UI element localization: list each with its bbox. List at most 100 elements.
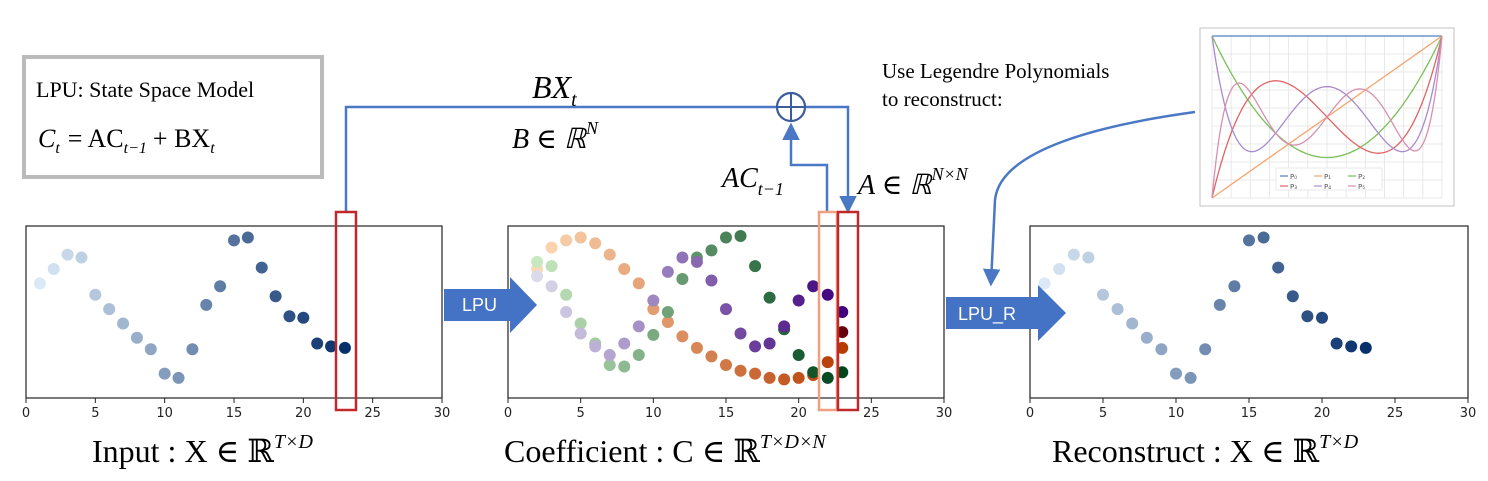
data-point bbox=[836, 366, 849, 379]
data-point bbox=[705, 274, 718, 287]
data-point bbox=[545, 260, 558, 273]
data-point bbox=[589, 340, 602, 353]
data-point bbox=[228, 234, 240, 247]
data-point bbox=[1272, 261, 1285, 274]
data-point bbox=[297, 311, 310, 324]
data-point bbox=[1359, 341, 1372, 354]
data-point bbox=[33, 277, 46, 290]
x-tick-label: 20 bbox=[295, 406, 312, 421]
data-point bbox=[705, 244, 718, 257]
data-point bbox=[1213, 298, 1226, 311]
data-point bbox=[749, 260, 762, 273]
x-tick-label: 15 bbox=[226, 406, 243, 421]
data-point bbox=[734, 230, 747, 243]
data-point bbox=[749, 367, 762, 380]
ac-feedback-path bbox=[782, 122, 829, 212]
x-tick-label: 0 bbox=[22, 406, 30, 421]
data-point bbox=[574, 317, 587, 330]
x-tick-label: 15 bbox=[1241, 406, 1258, 421]
data-point bbox=[338, 341, 351, 354]
x-tick-label: 25 bbox=[364, 406, 381, 421]
data-point bbox=[1243, 234, 1255, 247]
data-point bbox=[1199, 343, 1212, 356]
data-point bbox=[1345, 340, 1358, 353]
legendre-arrow bbox=[982, 110, 1196, 287]
x-tick-label: 0 bbox=[504, 406, 512, 421]
data-point bbox=[720, 359, 732, 372]
data-point bbox=[1155, 343, 1168, 356]
x-tick-label: 30 bbox=[434, 406, 451, 421]
data-point bbox=[749, 340, 762, 353]
data-point bbox=[545, 241, 558, 254]
flow-lines bbox=[344, 105, 1196, 287]
data-point bbox=[589, 237, 602, 250]
data-point bbox=[676, 273, 689, 286]
x-tick-label: 5 bbox=[91, 406, 99, 421]
data-point bbox=[241, 231, 254, 244]
data-point bbox=[560, 288, 573, 301]
x-tick-label: 5 bbox=[577, 406, 585, 421]
data-point bbox=[574, 327, 587, 340]
data-point bbox=[47, 263, 60, 275]
legend-label: P₂ bbox=[1358, 173, 1365, 181]
data-point bbox=[836, 341, 849, 354]
data-point bbox=[1301, 310, 1314, 323]
data-point bbox=[603, 349, 616, 361]
ac-label: ACt−1 bbox=[720, 163, 784, 199]
plot-frame bbox=[25, 225, 443, 399]
model-box-border bbox=[22, 55, 324, 179]
x-tick-label: 20 bbox=[790, 406, 807, 421]
bx-path bbox=[344, 105, 776, 212]
lpur-arrow-label: LPU_R bbox=[958, 304, 1016, 325]
data-point bbox=[763, 371, 776, 384]
legend-label: P₀ bbox=[1290, 173, 1297, 181]
data-point bbox=[618, 263, 631, 275]
legendre-curve bbox=[1211, 35, 1443, 159]
data-point bbox=[603, 359, 616, 372]
data-point bbox=[1053, 263, 1066, 275]
data-point bbox=[763, 291, 776, 304]
data-point bbox=[821, 356, 834, 369]
data-point bbox=[603, 248, 616, 261]
x-tick-label: 20 bbox=[1314, 406, 1331, 421]
data-point bbox=[560, 306, 573, 318]
data-point bbox=[172, 371, 185, 384]
data-point bbox=[632, 320, 645, 333]
model-box: LPU: State Space Model Ct= ACt−1+ BXt bbox=[22, 55, 324, 179]
data-point bbox=[792, 371, 805, 384]
data-point bbox=[89, 288, 102, 301]
data-point bbox=[792, 294, 805, 307]
data-point bbox=[836, 326, 849, 339]
data-point bbox=[632, 349, 645, 361]
data-point bbox=[821, 288, 834, 301]
data-point bbox=[705, 350, 718, 363]
x-tick-label: 10 bbox=[1168, 406, 1185, 421]
data-point bbox=[1257, 231, 1270, 244]
data-point bbox=[821, 371, 834, 384]
data-point bbox=[778, 320, 791, 333]
data-point bbox=[1111, 303, 1124, 316]
model-box-equation: Ct= ACt−1+ BXt bbox=[38, 124, 215, 157]
data-point bbox=[531, 270, 544, 283]
data-point bbox=[1316, 311, 1328, 324]
reconstruct-caption: Reconstruct : X ∈ ℝT×D bbox=[1052, 431, 1359, 469]
lpu-arrow-label: LPU bbox=[462, 295, 497, 315]
data-point bbox=[1140, 331, 1153, 344]
x-tick-label: 30 bbox=[1460, 406, 1477, 421]
data-point bbox=[1170, 367, 1182, 380]
legend-label: P₄ bbox=[1324, 183, 1331, 191]
lpur-arrow-shape bbox=[946, 285, 1066, 341]
x-tick-label: 25 bbox=[863, 406, 880, 421]
data-point bbox=[647, 303, 660, 316]
data-point bbox=[661, 316, 674, 329]
data-point bbox=[734, 364, 747, 377]
model-box-title: LPU: State Space Model bbox=[36, 77, 254, 102]
data-point bbox=[720, 303, 732, 316]
data-point bbox=[214, 280, 227, 293]
a-space-label: A ∈ ℝN×N bbox=[856, 164, 969, 201]
data-point bbox=[158, 367, 171, 380]
